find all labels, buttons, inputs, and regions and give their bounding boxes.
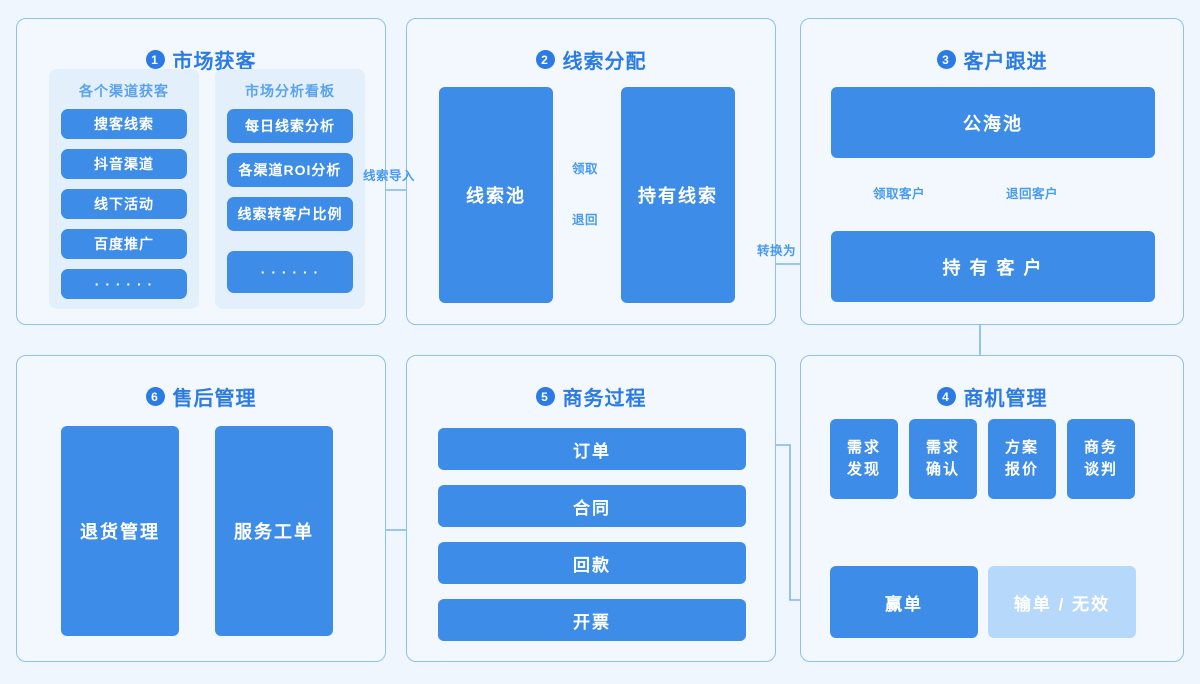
panel-customer-followup[interactable]: 3 客户跟进 公海池 持 有 客 户	[800, 18, 1184, 325]
return-management-box[interactable]: 退货管理	[61, 426, 179, 636]
stage-negotiation[interactable]: 商务 谈判	[1067, 419, 1135, 499]
connector-label-return-customer: 退回客户	[1006, 187, 1059, 201]
panel-1-badge: 1	[145, 50, 165, 69]
subgroup-market-dashboard: 市场分析看板 每日线索分析 各渠道ROI分析 线索转客户比例 · · · · ·…	[215, 69, 365, 309]
connector-label-lead-import: 线索导入	[363, 169, 416, 183]
subgroup-market-dashboard-title: 市场分析看板	[245, 83, 335, 99]
lead-pool-box[interactable]: 线索池	[439, 87, 553, 303]
subgroup-channels-title: 各个渠道获客	[79, 83, 169, 99]
stage-need-discovery[interactable]: 需求 发现	[830, 419, 898, 499]
panel-aftersales[interactable]: 6 售后管理 退货管理 服务工单	[16, 355, 386, 662]
connector-label-return: 退回	[572, 213, 599, 227]
panel-2-badge: 2	[535, 50, 555, 69]
dashboard-item-more[interactable]: · · · · · ·	[227, 251, 353, 293]
dashboard-item-2[interactable]: 各渠道ROI分析	[227, 153, 353, 187]
stage-proposal-quote[interactable]: 方案 报价	[988, 419, 1056, 499]
panel-1-title-text: 市场获客	[172, 51, 257, 73]
dashboard-item-3[interactable]: 线索转客户比例	[227, 197, 353, 231]
panel-2-title: 2 线索分配	[407, 45, 775, 74]
panel-market-acquisition[interactable]: 1 市场获客 各个渠道获客 搜客线索 抖音渠道 线下活动 百度推广 · · · …	[16, 18, 386, 325]
panel-6-title: 6 售后管理	[17, 382, 385, 411]
panel-6-title-text: 售后管理	[172, 388, 257, 410]
channel-item-2[interactable]: 抖音渠道	[61, 149, 187, 179]
panel-3-title-text: 客户跟进	[963, 51, 1048, 73]
connector-label-convert: 转换为	[757, 244, 797, 258]
stage-need-confirm[interactable]: 需求 确认	[909, 419, 977, 499]
held-leads-box[interactable]: 持有线索	[621, 87, 735, 303]
outcome-lose-box[interactable]: 输单 / 无效	[988, 566, 1136, 638]
panel-5-title: 5 商务过程	[407, 382, 775, 411]
panel-4-title-text: 商机管理	[963, 388, 1048, 410]
panel-business-process[interactable]: 5 商务过程 订单 合同 回款 开票	[406, 355, 776, 662]
process-row-invoice[interactable]: 开票	[438, 599, 746, 641]
process-row-order[interactable]: 订单	[438, 428, 746, 470]
subgroup-channels: 各个渠道获客 搜客线索 抖音渠道 线下活动 百度推广 · · · · · ·	[49, 69, 199, 309]
panel-1-title: 1 市场获客	[17, 45, 385, 74]
connector-label-claim: 领取	[572, 162, 599, 176]
panel-lead-allocation[interactable]: 2 线索分配 线索池 持有线索	[406, 18, 776, 325]
held-customer-box[interactable]: 持 有 客 户	[831, 231, 1155, 302]
panel-2-title-text: 线索分配	[562, 51, 647, 73]
public-pool-box[interactable]: 公海池	[831, 87, 1155, 158]
panel-5-title-text: 商务过程	[562, 388, 647, 410]
panel-6-badge: 6	[145, 387, 165, 406]
connector-label-claim-customer: 领取客户	[873, 187, 926, 201]
process-row-contract[interactable]: 合同	[438, 485, 746, 527]
service-ticket-box[interactable]: 服务工单	[215, 426, 333, 636]
process-row-payment[interactable]: 回款	[438, 542, 746, 584]
outcome-win-box[interactable]: 赢单	[830, 566, 978, 638]
channel-item-3[interactable]: 线下活动	[61, 189, 187, 219]
panel-4-badge: 4	[936, 387, 956, 406]
panel-3-title: 3 客户跟进	[801, 45, 1183, 74]
dashboard-item-1[interactable]: 每日线索分析	[227, 109, 353, 143]
panel-3-badge: 3	[936, 50, 956, 69]
panel-4-title: 4 商机管理	[801, 382, 1183, 411]
panel-5-badge: 5	[535, 387, 555, 406]
panel-opportunity-management[interactable]: 4 商机管理 需求 发现 需求 确认 方案 报价 商务 谈判 赢单 输单 / 无…	[800, 355, 1184, 662]
channel-item-more[interactable]: · · · · · ·	[61, 269, 187, 299]
channel-item-1[interactable]: 搜客线索	[61, 109, 187, 139]
channel-item-4[interactable]: 百度推广	[61, 229, 187, 259]
